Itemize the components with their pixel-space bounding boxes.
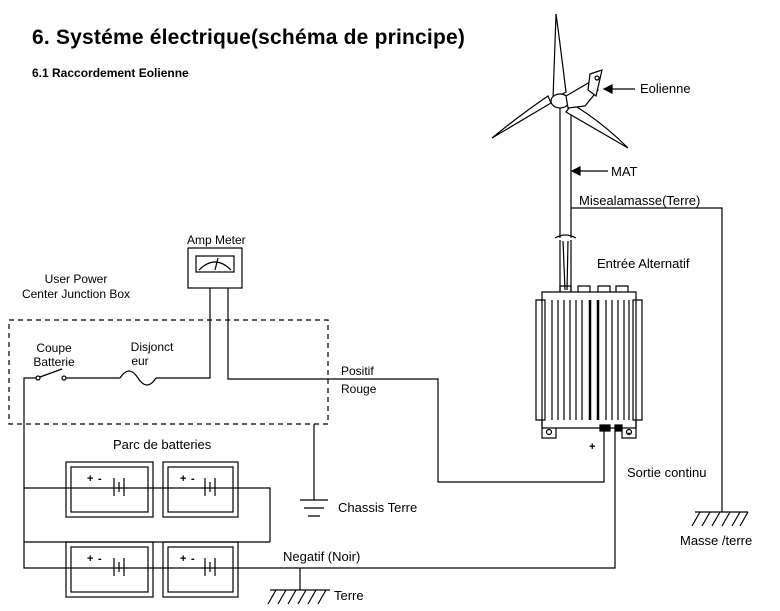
- section-subtitle: 6.1 Raccordement Eolienne: [32, 66, 189, 80]
- page-title: 6. Systéme électrique(schéma de principe…: [32, 26, 466, 49]
- sortie-continu-label: Sortie continu: [627, 465, 707, 480]
- fuse-icon: [119, 370, 157, 386]
- battery-4-plus: +: [180, 553, 187, 565]
- eolienne-label: Eolienne: [640, 81, 691, 96]
- junction-box-label-line1: User Power: [44, 272, 108, 286]
- negatif-label: Negatif (Noir): [283, 549, 361, 564]
- mise-a-la-masse-label: Misealamasse(Terre): [579, 193, 701, 208]
- battery-4-minus: -: [191, 553, 195, 565]
- amp-meter-label: Amp Meter: [187, 233, 246, 247]
- battery-2-minus: -: [191, 473, 195, 485]
- disjoncteur-label-line2: eur: [131, 354, 149, 368]
- battery-1-plus: +: [87, 473, 94, 485]
- switch-icon: [35, 368, 67, 381]
- disjoncteur-label-line1: Disjonct: [130, 340, 174, 354]
- battery-3-plus: +: [87, 553, 94, 565]
- mat-label: MAT: [611, 164, 638, 179]
- battery-3-minus: -: [98, 553, 102, 565]
- rouge-label: Rouge: [341, 382, 377, 396]
- battery-1-minus: -: [98, 473, 102, 485]
- junction-box-label-line2: Center Junction Box: [21, 287, 131, 301]
- wind-turbine-icon: [491, 13, 635, 292]
- controller-plus-label: +: [589, 441, 596, 453]
- controller-minus-label: -: [627, 427, 631, 439]
- battery-2-plus: +: [180, 473, 187, 485]
- ammeter-icon: [187, 247, 243, 289]
- positif-label: Positif: [341, 364, 374, 378]
- parc-batteries-label: Parc de batteries: [113, 437, 212, 452]
- coupe-batterie-label-line1: Coupe: [36, 341, 72, 355]
- terre-label: Terre: [334, 588, 364, 603]
- chassis-terre-label: Chassis Terre: [338, 500, 418, 515]
- ground-icon: [691, 511, 749, 527]
- entree-alternatif-label: Entrée Alternatif: [597, 256, 690, 271]
- coupe-batterie-label-line2: Batterie: [33, 355, 75, 369]
- masse-terre-label: Masse /terre: [680, 533, 753, 548]
- charge-controller-icon: [535, 285, 643, 439]
